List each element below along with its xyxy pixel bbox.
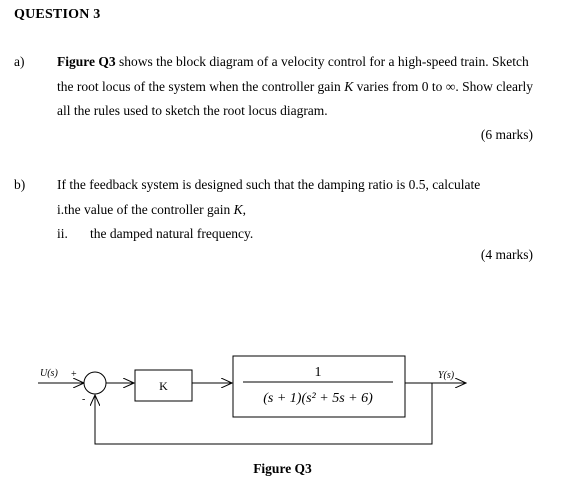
summing-junction bbox=[83, 371, 107, 395]
plant-block bbox=[232, 355, 406, 418]
part-b-marks: (4 marks) bbox=[480, 247, 533, 262]
figure-caption: Figure Q3 bbox=[253, 461, 312, 476]
part-a-line-2-pre: the root locus of the system when the co… bbox=[57, 78, 345, 94]
question-heading: QUESTION 3 bbox=[14, 7, 101, 22]
item-i-post: , bbox=[242, 201, 246, 217]
item-ii-label: ii. bbox=[57, 226, 68, 241]
item-i-text: the value of the controller gain bbox=[64, 201, 234, 217]
part-a-line-1: Figure Q3 shows the block diagram of a v… bbox=[57, 50, 533, 75]
item-ii-text: the damped natural frequency. bbox=[90, 226, 254, 241]
item-i-symbol: K bbox=[233, 201, 243, 217]
part-b-item-ii: ii. the damped natural frequency. bbox=[57, 222, 480, 247]
figure-reference: Figure Q3 bbox=[57, 54, 116, 69]
controller-block bbox=[134, 369, 193, 402]
input-label: U(s) bbox=[40, 368, 58, 379]
output-label: Y(s) bbox=[438, 370, 455, 381]
plus-sign: + bbox=[71, 369, 77, 380]
feedback-path bbox=[95, 383, 433, 445]
gain-symbol: K bbox=[344, 78, 354, 94]
part-a-line-2-post: varies from 0 to ∞. Show clearly bbox=[353, 78, 534, 94]
part-b-item-i: i.the value of the controller gain K, bbox=[57, 198, 480, 223]
transfer-function-numerator: 1 bbox=[315, 365, 322, 380]
part-a-text: Figure Q3 shows the block diagram of a v… bbox=[57, 50, 533, 124]
item-i-label: i. bbox=[57, 201, 65, 217]
part-a-marks: (6 marks) bbox=[480, 127, 533, 142]
part-a-line-1-text: shows the block diagram of a velocity co… bbox=[115, 54, 529, 69]
minus-sign: - bbox=[82, 394, 85, 405]
part-a-label: a) bbox=[14, 54, 25, 69]
part-b-label: b) bbox=[14, 177, 26, 192]
part-a-line-3: all the rules used to sketch the root lo… bbox=[57, 103, 328, 118]
controller-label: K bbox=[159, 379, 168, 393]
part-b-text: If the feedback system is designed such … bbox=[57, 173, 480, 247]
part-b-line-1: If the feedback system is designed such … bbox=[57, 177, 481, 192]
part-a-line-2: the root locus of the system when the co… bbox=[57, 75, 533, 100]
transfer-function-denominator: (s + 1)(s² + 5s + 6) bbox=[263, 391, 373, 406]
